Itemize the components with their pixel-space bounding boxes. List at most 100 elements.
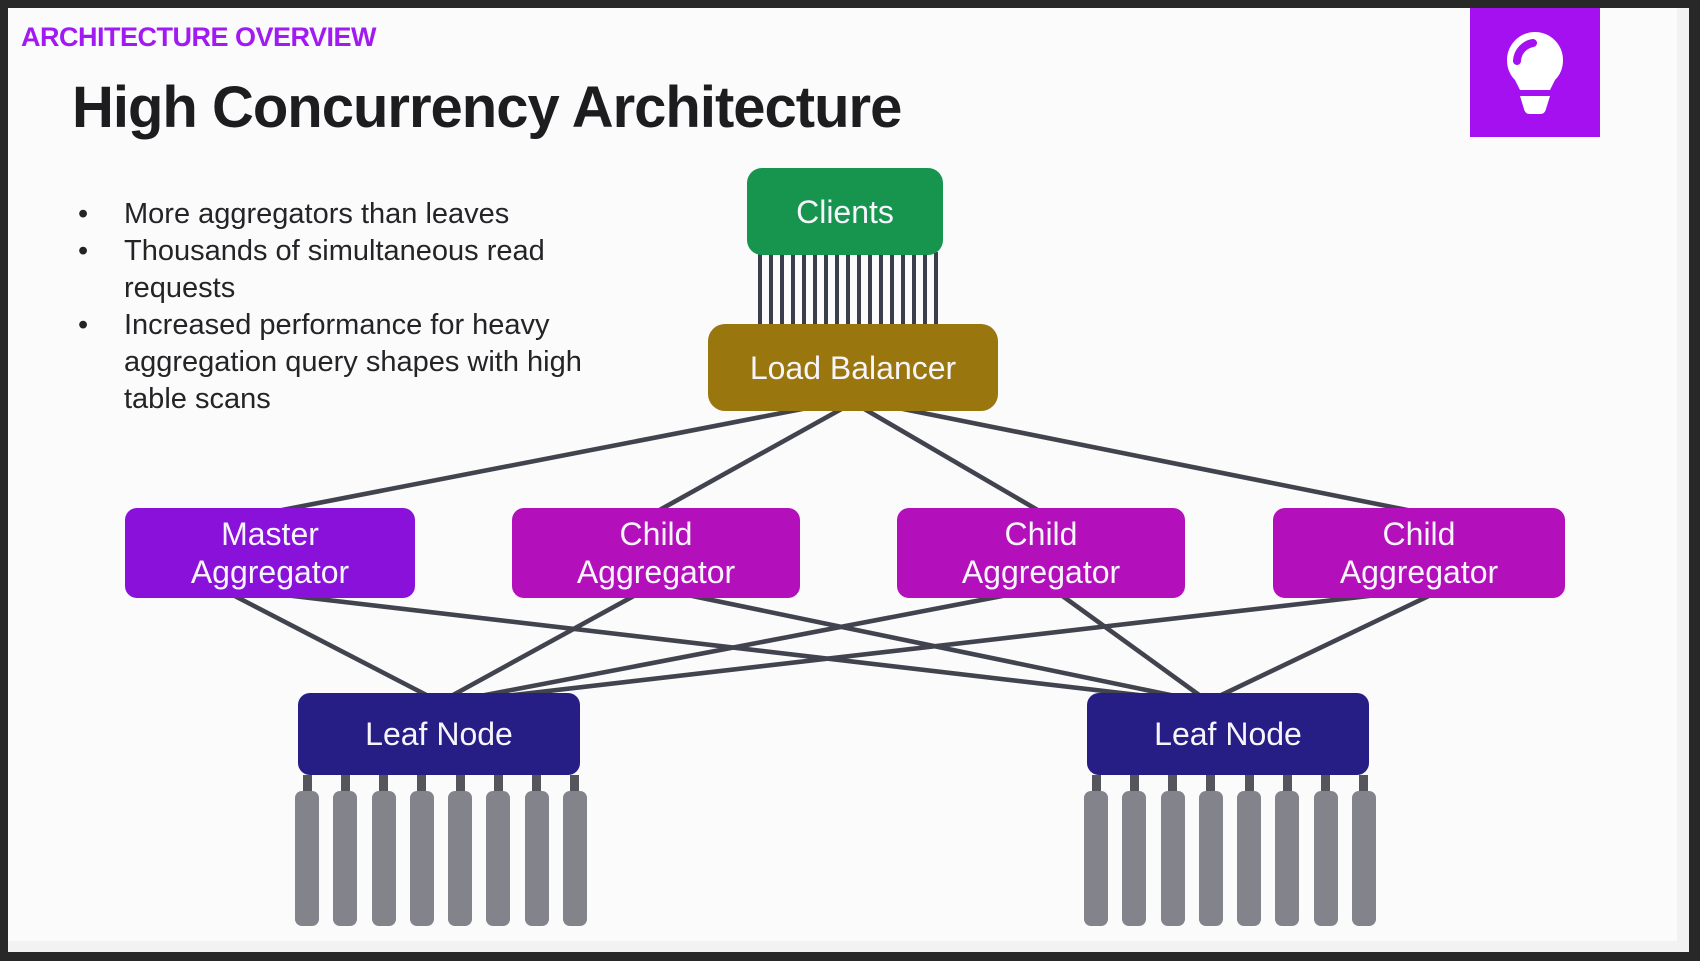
partition-bar-body bbox=[562, 791, 587, 926]
master-to-leafL-line bbox=[224, 589, 439, 703]
partition-bar bbox=[486, 775, 511, 926]
client-connection-line bbox=[934, 252, 938, 328]
bullet-list: More aggregators than leaves Thousands o… bbox=[76, 196, 612, 418]
partition-bar-stem bbox=[340, 775, 350, 791]
partition-bar bbox=[1198, 775, 1223, 926]
partition-bar-body bbox=[295, 791, 319, 926]
load-balancer-node: Load Balancer bbox=[708, 324, 998, 411]
child2-to-leafR-line bbox=[1054, 589, 1209, 703]
partition-bar-body bbox=[1198, 791, 1223, 926]
slide-margin-right bbox=[1677, 8, 1689, 952]
partition-rack-right bbox=[1084, 775, 1376, 926]
client-connection-line bbox=[857, 252, 861, 328]
page-title: High Concurrency Architecture bbox=[72, 75, 902, 140]
partition-bar-stem bbox=[1206, 775, 1216, 791]
node-label: Leaf Node bbox=[365, 716, 513, 752]
child2-to-leafL-line bbox=[446, 589, 1026, 705]
node-label: Clients bbox=[796, 193, 894, 230]
partition-bar-body bbox=[1084, 791, 1108, 926]
child3-to-leafR-line bbox=[1208, 589, 1440, 703]
client-connection-line bbox=[835, 252, 839, 328]
partition-bar-body bbox=[524, 791, 549, 926]
partition-bar bbox=[1351, 775, 1376, 926]
partition-bar-stem bbox=[570, 775, 580, 791]
partition-bar-body bbox=[409, 791, 434, 926]
partition-bar-stem bbox=[532, 775, 542, 791]
client-connection-line bbox=[868, 252, 872, 328]
partition-bar bbox=[409, 775, 434, 926]
partition-bar-body bbox=[1122, 791, 1147, 926]
partition-bar-stem bbox=[1282, 775, 1292, 791]
lb-to-child1-line bbox=[653, 404, 848, 515]
lb-to-child2-line bbox=[858, 404, 1044, 515]
lb-to-child3-line bbox=[875, 401, 1420, 515]
client-connection-lines bbox=[758, 252, 938, 328]
slide-background bbox=[8, 8, 1689, 952]
partition-bar-stem bbox=[455, 775, 465, 791]
client-connection-line bbox=[923, 252, 927, 328]
partition-bar bbox=[448, 775, 473, 926]
client-connection-line bbox=[824, 252, 828, 328]
partition-bar bbox=[1237, 775, 1262, 926]
partition-bar-body bbox=[371, 791, 396, 926]
client-connection-line bbox=[846, 252, 850, 328]
partition-bar-stem bbox=[302, 775, 312, 791]
partition-bar-stem bbox=[1091, 775, 1101, 791]
partition-bar bbox=[295, 775, 319, 926]
partition-bar-body bbox=[1313, 791, 1338, 926]
partition-bar bbox=[562, 775, 587, 926]
partition-bar bbox=[1122, 775, 1147, 926]
client-connection-line bbox=[802, 252, 806, 328]
bullet-item: Increased performance for heavy aggregat… bbox=[76, 307, 604, 418]
partition-bar-body bbox=[1275, 791, 1300, 926]
partition-bar bbox=[1313, 775, 1338, 926]
slide-margin-bottom bbox=[8, 941, 1689, 952]
client-connection-line bbox=[890, 252, 894, 328]
partition-bar-body bbox=[1351, 791, 1376, 926]
partition-bar-body bbox=[1237, 791, 1262, 926]
slide-section-tag: ARCHITECTURE OVERVIEW bbox=[21, 22, 377, 52]
client-connection-line bbox=[879, 252, 883, 328]
partition-bar bbox=[333, 775, 358, 926]
node-label: Load Balancer bbox=[749, 349, 957, 386]
partition-bar-body bbox=[333, 791, 358, 926]
client-connection-line bbox=[813, 252, 817, 328]
partition-bar-stem bbox=[417, 775, 427, 791]
connection-lines bbox=[224, 401, 1440, 705]
partition-bar-body bbox=[448, 791, 473, 926]
lb-to-master-line bbox=[269, 401, 831, 515]
partition-bar-stem bbox=[1129, 775, 1139, 791]
partition-bar bbox=[524, 775, 549, 926]
partition-bar-stem bbox=[493, 775, 503, 791]
partition-rack-left bbox=[295, 775, 587, 926]
partition-bar-stem bbox=[1359, 775, 1369, 791]
lightbulb-icon bbox=[1507, 32, 1563, 114]
client-connection-line bbox=[769, 252, 773, 328]
partition-bar bbox=[1084, 775, 1108, 926]
partition-bar bbox=[1160, 775, 1185, 926]
client-connection-line bbox=[901, 252, 905, 328]
partition-bar bbox=[1275, 775, 1300, 926]
partition-bar-stem bbox=[379, 775, 389, 791]
client-connection-line bbox=[912, 252, 916, 328]
client-connection-line bbox=[780, 252, 784, 328]
partition-bar-stem bbox=[1168, 775, 1178, 791]
partition-bar-stem bbox=[1321, 775, 1331, 791]
node-label: Leaf Node bbox=[1154, 716, 1302, 752]
bullet-item: More aggregators than leaves bbox=[76, 196, 604, 233]
client-connection-line bbox=[791, 252, 795, 328]
partition-bar bbox=[371, 775, 396, 926]
clients-node: Clients bbox=[747, 168, 943, 255]
leaf-node-right: Leaf Node bbox=[1087, 693, 1369, 775]
leaf-node-left: Leaf Node bbox=[298, 693, 580, 775]
child3-to-leafL-line bbox=[450, 589, 1406, 705]
